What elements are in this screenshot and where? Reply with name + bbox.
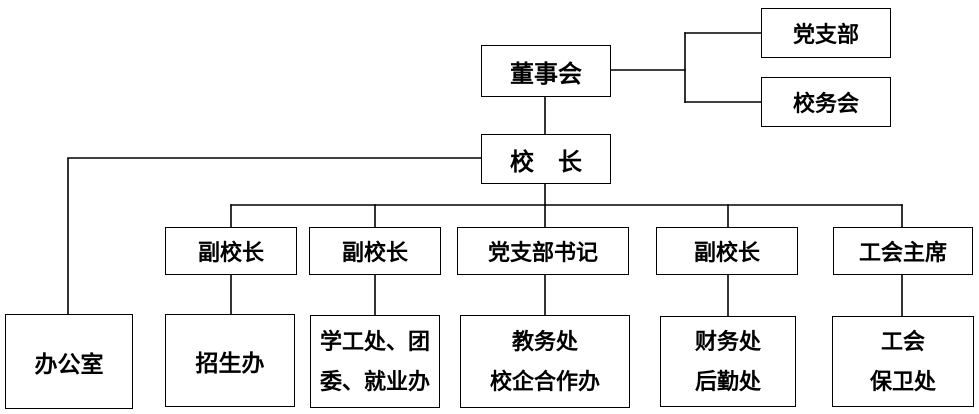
admissions-office-box: 招生办 (165, 314, 295, 407)
party-secretary-label: 党支部书记 (487, 240, 598, 266)
party-secretary-box: 党支部书记 (457, 227, 629, 275)
board-box: 董事会 (481, 45, 611, 97)
vice-principal-3-box: 副校长 (656, 227, 798, 275)
vice-principal-1-label: 副校长 (197, 240, 264, 266)
vice-principal-1-box: 副校长 (165, 227, 297, 275)
office-box: 办公室 (5, 314, 133, 409)
finance-logistics-line-2: 后勤处 (694, 368, 761, 395)
principal-box: 校 长 (481, 134, 611, 184)
union-chair-box: 工会主席 (833, 227, 973, 275)
principal-to-office-link (67, 157, 482, 315)
union-security-line-2: 保卫处 (869, 368, 936, 395)
school-affairs-committee-box: 校务会 (761, 77, 891, 127)
finance-logistics-box: 财务处 后勤处 (660, 316, 796, 407)
student-affairs-line-2: 委、就业办 (319, 368, 430, 395)
academic-affairs-line-1: 教务处 (511, 328, 578, 355)
academic-affairs-box: 教务处 校企合作办 (460, 315, 630, 408)
vice-principal-2-box: 副校长 (309, 227, 441, 275)
union-chair-label: 工会主席 (858, 240, 947, 266)
student-affairs-line-1: 学工处、团 (319, 328, 430, 355)
school-affairs-committee-label: 校务会 (792, 91, 859, 117)
board-label: 董事会 (510, 58, 582, 88)
party-branch-box: 党支部 (761, 8, 891, 58)
union-security-line-1: 工会 (880, 328, 925, 355)
vice-principal-3-label: 副校长 (693, 240, 760, 266)
finance-logistics-line-1: 财务处 (694, 328, 761, 355)
union-security-box: 工会 保卫处 (832, 316, 974, 407)
vice-principal-2-label: 副校长 (341, 240, 408, 266)
party-branch-label: 党支部 (792, 22, 859, 48)
student-affairs-box: 学工处、团 委、就业办 (310, 315, 440, 408)
academic-affairs-line-2: 校企合作办 (489, 368, 600, 395)
admissions-office-label: 招生办 (195, 349, 265, 377)
office-label: 办公室 (34, 350, 104, 378)
principal-label: 校 长 (510, 146, 582, 176)
